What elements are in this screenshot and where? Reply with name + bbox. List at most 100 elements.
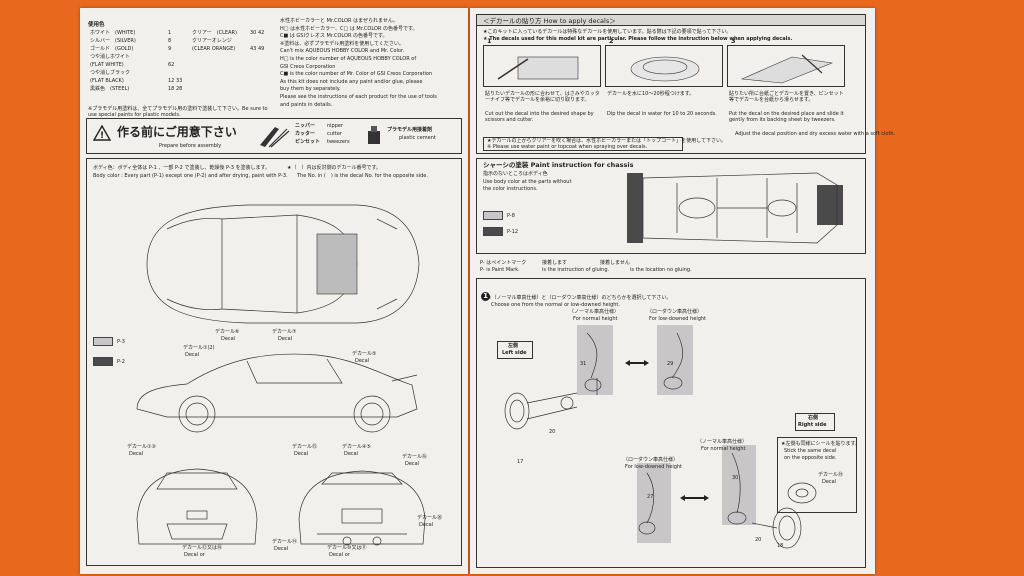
right-instruction-page: ＜デカールの貼り方 How to apply decals＞ ★このキットに入っ… bbox=[470, 8, 895, 574]
swatch-p2 bbox=[93, 357, 113, 366]
decal-label-5-sub: Decal bbox=[355, 358, 370, 364]
right-side-label: 右側 Right side bbox=[795, 413, 835, 431]
decal-label-10-sub: Decal or bbox=[329, 552, 350, 558]
tool-name: ピンセット bbox=[295, 139, 321, 145]
step-text-ja: 貼りたいデカールの形に合わせて、はさみやカッターナイフ等でデカールを余裕に切り取… bbox=[485, 91, 600, 103]
cement-bottle-icon bbox=[368, 126, 380, 144]
paint-note: Please see the instructions of each prod… bbox=[280, 94, 437, 100]
tool-name-en: nipper bbox=[327, 123, 344, 129]
color-item: (FLAT BLACK) bbox=[90, 78, 124, 84]
decal-label-16: デカール⑯ bbox=[402, 454, 428, 460]
part-17: 17 bbox=[517, 459, 524, 465]
decal-label-14: デカール⑭ bbox=[272, 539, 298, 545]
color-code: 18 28 bbox=[168, 86, 183, 92]
chassis-section: シャーシの塗装 Paint instruction for chassis 指示… bbox=[476, 158, 866, 254]
lowdown-ja-right: （ローダウン車高仕様） bbox=[623, 457, 679, 463]
decal-header: ＜デカールの貼り方 How to apply decals＞ bbox=[483, 17, 616, 25]
swatch-p3 bbox=[93, 337, 113, 346]
chassis-title: シャーシの塗装 Paint instruction for chassis bbox=[483, 161, 634, 169]
tool-name-en: cutter bbox=[327, 131, 342, 137]
normal-ja-right: （ノーマル車高仕様） bbox=[697, 439, 748, 445]
left-side-label: 左側 Left side bbox=[497, 341, 533, 359]
color-item: つや消しホワイト bbox=[90, 54, 131, 60]
legend-item: 接着します bbox=[542, 260, 568, 266]
decal-label-13: デカール①③ bbox=[127, 444, 156, 450]
lowdown-en-left: For low-downed height bbox=[649, 316, 707, 322]
tool-name-en: tweezers bbox=[327, 139, 350, 145]
step-text-ja: 貼りたい所に台紙ごとデカールを置き、ピンセット等でデカールを台紙から滑らせます。 bbox=[729, 91, 844, 103]
paint-note: and paints in details. bbox=[280, 101, 333, 108]
lowdown-ja-left: （ローダウン車高仕様） bbox=[647, 309, 703, 315]
decal-label-1-sub: Decal bbox=[185, 352, 200, 358]
decal-step-illustration bbox=[605, 45, 723, 87]
color-code: 30 42 bbox=[250, 30, 265, 36]
paint-note: GSI Creos Corporation bbox=[280, 63, 336, 70]
svg-text:!: ! bbox=[100, 131, 104, 141]
prepare-box: ! 作る前にご用意下さい Prepare before assembly ニッパ… bbox=[86, 118, 462, 154]
tool-name: ニッパー bbox=[295, 123, 316, 129]
car-top-view bbox=[146, 204, 420, 324]
step1-number: 1 bbox=[481, 283, 490, 302]
part-29: 29 bbox=[667, 361, 674, 367]
decal-label-45: デカール④⑤ bbox=[342, 444, 371, 450]
decal-label-16-sub: Decal bbox=[405, 461, 420, 467]
swatch-p3-label: P-3 bbox=[117, 339, 125, 345]
paint-note: buy them by separately. bbox=[280, 86, 341, 93]
normal-en-left: For normal height bbox=[573, 316, 618, 322]
decal-label-20-sub: Decal bbox=[419, 522, 434, 528]
warning-icon: ! bbox=[93, 125, 111, 141]
paint-note: C■ is the color number of Mr. Color of G… bbox=[280, 71, 433, 78]
decal-step-illustration bbox=[727, 45, 845, 87]
opposite-decal-box: ★左側も同様にシールを貼ります。 Stick the same decal on… bbox=[777, 437, 860, 513]
car-rear-view bbox=[298, 470, 426, 546]
decal-warning-ja: ★デカールの上からクリアーを吹く場合は、水性ホビーカラーまたは「トップコート」を… bbox=[487, 138, 727, 144]
decal-intro-en: ★ The decals used for this model kit are… bbox=[483, 36, 793, 42]
paint-note: H□ は水性ホビーカラー、C□ は Mr.COLOR の色番号です。 bbox=[280, 25, 418, 32]
decal-label-6: デカール⑥ bbox=[215, 329, 240, 335]
color-list-title: 使用色 bbox=[88, 22, 105, 28]
decal-label-12: デカール⑫又は⑱ bbox=[182, 545, 223, 551]
swatch-p2-label: P-2 bbox=[117, 359, 125, 365]
left-side-ja: 左側 bbox=[508, 343, 519, 349]
decal-label-7-sub: Decal bbox=[278, 336, 293, 342]
step-illustration-icon bbox=[740, 54, 834, 84]
opposite-note-3: on the opposite side. bbox=[784, 455, 837, 461]
decal-label-13-sub: Decal bbox=[129, 451, 144, 457]
step-illustration-icon bbox=[630, 56, 700, 82]
legend-item: 接着しません bbox=[600, 260, 630, 266]
part-20-right: 20 bbox=[755, 537, 762, 543]
body-color-section: ボディ色：ボディ全体は P-1 、一部 P-2 で塗装し、乾燥後 P-3 を塗装… bbox=[86, 158, 462, 566]
car-front-view bbox=[136, 468, 258, 545]
paint-note: As this kit does not include any paint a… bbox=[280, 78, 423, 85]
body-color-en: Body color : Every part (P-1) except one… bbox=[93, 173, 288, 179]
cement-label-en: plastic cement bbox=[399, 135, 436, 141]
step-text-ja: デカールを水に10〜20秒程つけます。 bbox=[607, 91, 695, 97]
step3-extra: Adjust the decal position and dry excess… bbox=[735, 131, 896, 137]
decal-label-5: デカール⑤ bbox=[352, 351, 377, 357]
decal-label-10: デカール⑩又は⑪ bbox=[327, 545, 367, 551]
prep-title: 作る前にご用意下さい bbox=[117, 125, 237, 139]
body-color-ja: ボディ色：ボディ全体は P-1 、一部 P-2 で塗装し、乾燥後 P-3 を塗装… bbox=[93, 165, 271, 171]
legend-item: is the instruction of gluing. bbox=[542, 267, 610, 273]
tool-name: カッター bbox=[295, 131, 316, 137]
tools-icon bbox=[260, 127, 290, 148]
decal-19-sub: Decal bbox=[822, 479, 837, 485]
chassis-en-2: the color instructions. bbox=[483, 186, 538, 192]
legend-item: P- はペイントマーク bbox=[480, 260, 527, 266]
color-item: (FLAT WHITE) bbox=[90, 62, 124, 68]
decal-label-14-sub: Decal bbox=[274, 546, 289, 552]
color-code: 8 bbox=[168, 38, 172, 44]
chassis-en-1: Use body color at the parts without bbox=[483, 179, 572, 185]
decal-label-20: デカール⑳ bbox=[417, 515, 443, 521]
car-side-view bbox=[136, 353, 418, 433]
paint-note: Can't mix AQUEOUS HOBBY COLOR and Mr. Co… bbox=[280, 48, 405, 55]
decal-label-15-sub: Decal bbox=[294, 451, 309, 457]
color-code: 9 bbox=[168, 46, 172, 52]
color-code: 43 49 bbox=[250, 46, 265, 52]
normal-en-right: For normal height bbox=[701, 446, 746, 452]
step-text-en: Dip the decal in water for 10 to 20 seco… bbox=[607, 111, 717, 117]
color-item: ゴールド (GOLD) bbox=[90, 46, 134, 52]
lowdown-en-right: For low-downed height bbox=[625, 464, 683, 470]
chassis-swatch-p12-label: P-12 bbox=[507, 229, 519, 235]
